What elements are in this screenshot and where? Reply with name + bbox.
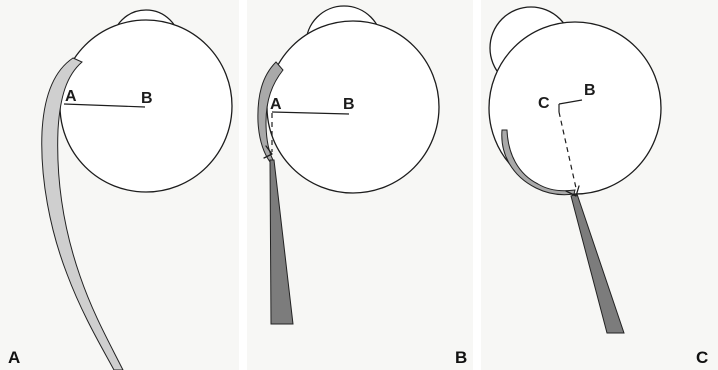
panel-c-point-label-c: C xyxy=(538,95,550,112)
panel-a-point-label-a: A xyxy=(65,88,77,105)
panel-b-caption: B xyxy=(455,348,467,367)
panel-a-point-label-b: B xyxy=(141,90,153,107)
panel-a-caption: A xyxy=(8,348,20,367)
panel-c-point-label-b: B xyxy=(584,82,596,99)
panel-b-point-label-a: A xyxy=(270,96,282,113)
panel-c-caption: C xyxy=(696,348,708,367)
panel-b-point-label-b: B xyxy=(343,96,355,113)
